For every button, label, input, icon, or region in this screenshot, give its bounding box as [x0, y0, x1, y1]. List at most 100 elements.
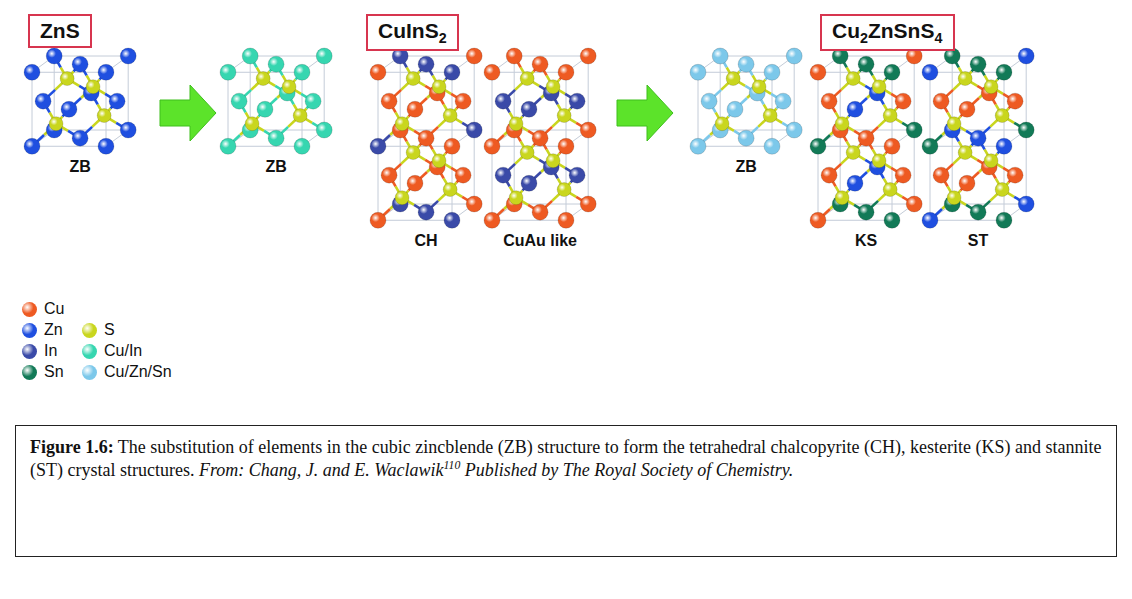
- atom: [970, 130, 986, 146]
- cell-edge: [324, 56, 325, 130]
- atom: [268, 130, 284, 146]
- atom: [872, 154, 886, 168]
- structure-label: ZB: [69, 158, 90, 176]
- atom: [701, 93, 717, 109]
- atom: [257, 101, 273, 117]
- atom: [546, 80, 560, 94]
- atom: [46, 48, 62, 64]
- atom: [444, 138, 460, 154]
- unit-cell: [220, 48, 332, 154]
- atom: [580, 48, 596, 64]
- atom: [872, 80, 886, 94]
- cell-edge: [818, 220, 892, 221]
- atom: [847, 101, 863, 117]
- atom: [395, 117, 409, 131]
- cell-edge: [492, 220, 566, 221]
- atom: [316, 48, 332, 64]
- cell-edge: [378, 220, 452, 221]
- atom: [996, 212, 1012, 228]
- cell-edge: [228, 146, 302, 147]
- structure-label: ZB: [735, 158, 756, 176]
- atom: [444, 64, 460, 80]
- atom: [370, 64, 386, 80]
- atom: [922, 212, 938, 228]
- atom: [727, 101, 743, 117]
- atom: [61, 101, 77, 117]
- legend-text: Cu/In: [104, 342, 142, 360]
- atom: [466, 122, 482, 138]
- atom: [407, 101, 423, 117]
- atom: [690, 138, 706, 154]
- atom: [763, 109, 777, 123]
- atom: [466, 48, 482, 64]
- legend-item: S: [82, 321, 115, 339]
- atom: [847, 175, 863, 191]
- atom: [959, 101, 975, 117]
- atom: [24, 138, 40, 154]
- cell-edge: [228, 72, 229, 146]
- structure-label: ZB: [265, 158, 286, 176]
- atom: [381, 93, 397, 109]
- formula-box: Cu2ZnSnS4: [820, 14, 955, 51]
- atom: [495, 93, 511, 109]
- atom: [557, 183, 571, 197]
- legend-item: Sn: [22, 363, 64, 381]
- atom: [381, 167, 397, 183]
- atom: [245, 117, 259, 131]
- atom: [521, 101, 537, 117]
- atom: [443, 109, 457, 123]
- legend-text: Sn: [44, 363, 64, 381]
- atom: [883, 183, 897, 197]
- atom: [294, 64, 310, 80]
- atom: [484, 212, 500, 228]
- atom: [738, 130, 754, 146]
- atom: [933, 93, 949, 109]
- cell-edge: [514, 56, 588, 57]
- atom: [810, 212, 826, 228]
- atom: [60, 72, 74, 86]
- cell-edge: [54, 56, 128, 57]
- atom: [546, 154, 560, 168]
- formula-box: ZnS: [28, 14, 92, 48]
- atom: [520, 146, 534, 160]
- atom: [558, 138, 574, 154]
- atom: [268, 56, 284, 72]
- cell-edge: [128, 56, 129, 130]
- atom: [580, 196, 596, 212]
- atom: [715, 117, 729, 131]
- atom: [752, 80, 766, 94]
- atom: [484, 64, 500, 80]
- atom: [532, 130, 548, 146]
- legend-swatch: [82, 365, 97, 380]
- atom: [995, 109, 1009, 123]
- cell-edge: [32, 146, 106, 147]
- atom: [455, 93, 471, 109]
- legend-swatch: [22, 365, 37, 380]
- atom: [509, 117, 523, 131]
- atom: [407, 175, 423, 191]
- cell-edge: [250, 56, 324, 57]
- cell-edge: [930, 220, 1004, 221]
- atom: [984, 80, 998, 94]
- atom: [370, 212, 386, 228]
- atom: [557, 109, 571, 123]
- atom: [256, 72, 270, 86]
- atom: [895, 167, 911, 183]
- atom: [443, 183, 457, 197]
- atom: [532, 56, 548, 72]
- caption-box: Figure 1.6: The substitution of elements…: [15, 425, 1117, 557]
- atom: [895, 93, 911, 109]
- atom: [432, 80, 446, 94]
- atom: [532, 204, 548, 220]
- atom: [775, 93, 791, 109]
- green-arrow: [617, 85, 673, 141]
- formula-text: Cu2ZnSnS4: [832, 19, 942, 42]
- atom: [72, 56, 88, 72]
- cell-edge: [698, 72, 699, 146]
- legend-item: Cu/In: [82, 342, 142, 360]
- atom: [86, 80, 100, 94]
- atom: [947, 191, 961, 205]
- legend-text: S: [104, 321, 115, 339]
